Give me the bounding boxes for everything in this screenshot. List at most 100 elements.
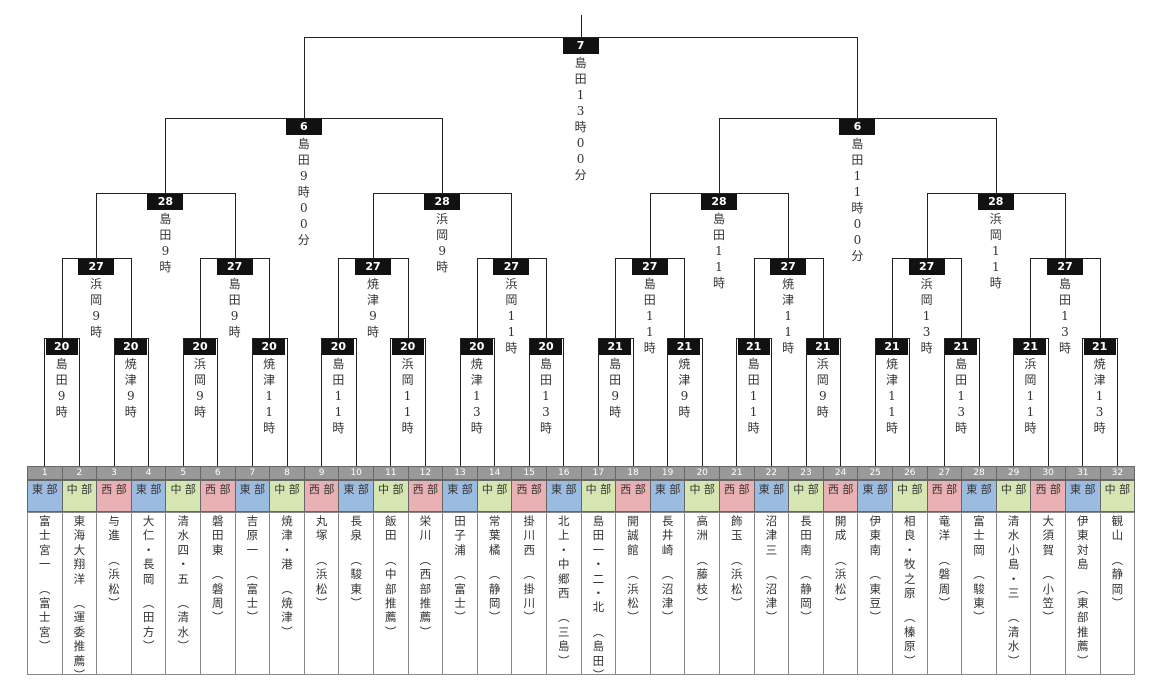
round3-3-connector [476,258,547,259]
quarterfinals-venue-time-0: 島 田 9 時 [159,212,172,274]
team-name-18: 開 誠 館 [627,514,639,557]
round1-venue-time-15: 焼 津 1 3 時 [1093,357,1106,435]
team-name-1: 富 士 宮 一 [39,514,51,572]
round1-date-badge-10: 21 [737,339,770,355]
round3-1-connector [200,258,271,259]
team-region-26: 中 部 [892,480,928,512]
final-venue-time-0: 島 田 1 3 時 0 0 分 [574,56,587,182]
team-area-1: ︵ 富 士 宮 ︶ [39,581,51,654]
semifinals-venue-time-0: 島 田 9 時 0 0 分 [297,137,310,247]
team-region-28: 東 部 [961,480,997,512]
round3-7-right-stem [1099,258,1101,338]
semifinals-1-left-stem [719,118,720,193]
round3-venue-time-3: 浜 岡 1 1 時 [505,277,518,355]
team-region-19: 東 部 [649,480,686,512]
team-area-3: ︵ 浜 松 ︶ [108,552,120,611]
team-name-5: 清 水 四 ・ 五 [177,514,189,586]
round1-8-right-stem [632,338,634,466]
team-area-10: ︵ 駿 東 ︶ [350,552,362,611]
team-area-15: ︵ 掛 川 ︶ [523,567,535,625]
team-number-29: 29 [995,466,1032,480]
team-number-15: 15 [511,466,547,480]
team-area-8: ︵ 焼 津 ︶ [281,581,293,639]
team-entry-20: 高 洲︵ 藤 枝 ︶ [684,512,720,675]
round3-6-connector [892,258,963,259]
round3-date-badge-5: 27 [770,259,807,275]
team-entry-13: 田 子 浦︵ 富 士 ︶ [442,512,478,675]
round1-4-connector [321,338,357,339]
team-entry-18: 開 誠 館︵ 浜 松 ︶ [615,512,651,675]
team-entry-2: 東 海 大 翔 洋︵ 運 委 推 薦 ︶ [61,512,98,675]
team-region-32: 中 部 [1099,480,1136,512]
team-number-10: 10 [338,466,374,480]
round1-11-connector [805,338,842,339]
round1-9-left-stem [667,338,669,466]
team-entry-1: 富 士 宮 一 ︵ 富 士 宮 ︶ [27,512,63,675]
quarterfinals-date-badge-1: 28 [424,194,461,210]
round3-venue-time-0: 浜 岡 9 時 [90,277,103,339]
round1-venue-time-10: 島 田 1 1 時 [747,357,760,435]
team-entry-28: 富 士 岡︵ 駿 東 ︶ [961,512,997,675]
quarterfinals-0-left-stem [96,193,98,258]
team-name-28: 富 士 岡 [973,514,985,557]
quarterfinals-3-connector [926,193,1066,194]
round1-10-left-stem [736,338,738,466]
team-name-27: 竜 洋 [938,514,951,543]
round3-date-badge-1: 27 [216,259,253,275]
round3-date-badge-0: 27 [78,259,115,275]
team-region-20: 中 部 [684,480,720,512]
round3-0-right-stem [130,258,132,338]
team-region-9: 西 部 [303,480,340,512]
round1-10-connector [736,338,772,339]
round1-6-connector [459,338,496,339]
quarterfinals-0-right-stem [234,193,236,258]
round3-0-connector [61,258,132,259]
round3-3-right-stem [546,258,547,338]
team-number-8: 8 [269,466,305,480]
semifinals-date-badge-1: 6 [839,119,876,135]
team-name-26: 相 良 ・ 牧 之 原 [904,514,916,601]
team-region-2: 中 部 [61,480,98,512]
round1-9-right-stem [701,338,703,466]
team-area-5: ︵ 清 水 ︶ [177,596,189,654]
team-name-13: 田 子 浦 [454,514,466,557]
team-entry-5: 清 水 四 ・ 五 ︵ 清 水 ︶ [165,512,201,675]
team-area-9: ︵ 浜 松 ︶ [315,552,328,611]
team-region-7: 東 部 [234,480,271,512]
round3-4-left-stem [615,258,617,338]
team-area-14: ︵ 静 岡 ︶ [488,567,501,625]
team-area-7: ︵ 富 士 ︶ [246,567,259,625]
team-number-4: 4 [130,466,167,480]
round3-date-badge-3: 27 [493,259,530,275]
team-number-31: 31 [1065,466,1101,480]
round1-4-right-stem [355,338,357,466]
team-entry-19: 長 井 崎︵ 沼 津 ︶ [649,512,686,675]
round1-date-badge-13: 21 [945,339,978,355]
round3-4-right-stem [684,258,686,338]
round3-date-badge-4: 27 [631,259,668,275]
round1-14-connector [1013,338,1049,339]
team-region-3: 西 部 [96,480,132,512]
round3-4-connector [615,258,686,259]
team-number-27: 27 [926,466,963,480]
team-area-16: ︵ 三 島 ︶ [558,610,570,668]
round1-venue-time-5: 浜 岡 1 1 時 [401,357,414,435]
quarterfinals-2-right-stem [788,193,790,258]
team-area-17: ︵ 島 田 ︶ [592,624,605,674]
final-0-left-stem [303,37,305,118]
round1-7-right-stem [563,338,565,466]
round1-4-left-stem [321,338,323,466]
semifinals-0-right-stem [442,118,444,193]
team-region-13: 東 部 [442,480,478,512]
team-entry-23: 長 田 南︵ 静 岡 ︶ [788,512,824,675]
team-name-22: 沼 津 三 [765,514,778,557]
team-region-15: 西 部 [511,480,547,512]
team-area-22: ︵ 沼 津 ︶ [765,567,778,625]
round1-6-right-stem [494,338,496,466]
round3-5-connector [753,258,824,259]
team-name-25: 伊 東 南 [869,514,881,557]
team-region-14: 中 部 [476,480,513,512]
team-region-30: 西 部 [1030,480,1066,512]
round1-12-left-stem [874,338,876,466]
team-region-31: 東 部 [1065,480,1101,512]
